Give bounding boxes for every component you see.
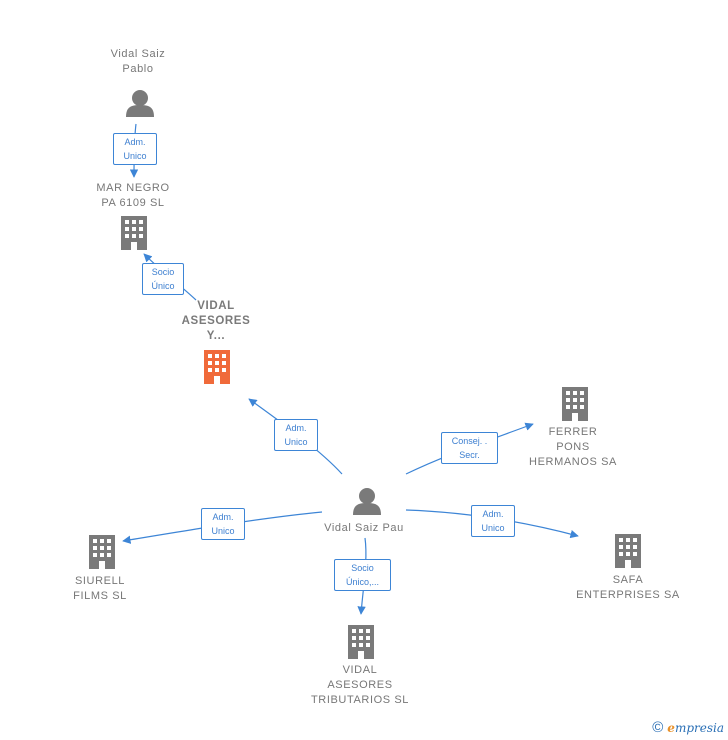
edge-label-pau-ferrer: Consej. . Secr. — [441, 432, 498, 464]
empresia-watermark[interactable]: ©empresia — [652, 719, 724, 736]
node-label-line: FERRER — [548, 426, 598, 438]
node-label-vidal-saiz-pablo[interactable]: Vidal Saiz Pablo — [88, 47, 188, 77]
building-icon[interactable] — [204, 350, 230, 384]
edge-label-line: Secr. — [459, 450, 480, 460]
node-label-line: ASESORES — [181, 315, 251, 327]
node-label-line: VIDAL — [342, 664, 378, 676]
node-label-line: TRIBUTARIOS SL — [310, 694, 410, 706]
node-label-line: HERMANOS SA — [529, 456, 617, 468]
node-label-vidal-asesores-y[interactable]: VIDAL ASESORES Y... — [166, 299, 266, 344]
edge-label-line: Unico — [481, 523, 505, 533]
edge-label-line: Único,... — [345, 577, 379, 587]
edge-label-line: Socio — [351, 563, 374, 573]
node-label-line: SAFA — [612, 574, 644, 586]
edge-label-line: Adm. — [124, 137, 146, 147]
node-label-vidal-asesores-tributarios[interactable]: VIDAL ASESORES TRIBUTARIOS SL — [300, 663, 420, 708]
edge-label-pablo-marnegro: Adm. Unico — [113, 133, 157, 165]
edge-label-line: Único — [151, 281, 175, 291]
node-label-safa-enterprises[interactable]: SAFA ENTERPRISES SA — [568, 573, 688, 603]
edge-label-pau-safa: Adm. Unico — [471, 505, 515, 537]
edge-label-pau-siurell: Adm. Unico — [201, 508, 245, 540]
node-label-line: Pablo — [122, 63, 154, 75]
node-label-line: Vidal Saiz — [110, 48, 166, 60]
brand-name: mpresia — [674, 721, 724, 735]
building-icon[interactable] — [348, 625, 374, 659]
edge-label-line: Adm. — [285, 423, 307, 433]
edge-label-line: Unico — [284, 437, 308, 447]
node-label-line: ASESORES — [327, 679, 393, 691]
copyright-icon: © — [652, 719, 664, 736]
brand-logo: empresia — [667, 721, 724, 735]
node-label-siurell-films[interactable]: SIURELL FILMS SL — [50, 574, 150, 604]
edge-label-pau-tributarios: Socio Único,... — [334, 559, 391, 591]
edge-label-pau-vidaly: Adm. Unico — [274, 419, 318, 451]
node-label-ferrer-pons[interactable]: FERRER PONS HERMANOS SA — [518, 425, 628, 470]
edge-label-line: Socio — [151, 267, 175, 277]
building-icon[interactable] — [615, 534, 641, 568]
edge-label-line: Consej. . — [451, 436, 488, 446]
node-label-mar-negro[interactable]: MAR NEGRO PA 6109 SL — [78, 181, 188, 211]
building-icon[interactable] — [562, 387, 588, 421]
person-icon[interactable] — [353, 488, 381, 515]
edge-label-line: Unico — [211, 526, 235, 536]
node-label-line: PA 6109 SL — [101, 197, 165, 209]
brand-initial: e — [667, 721, 675, 735]
node-label-line: VIDAL — [197, 300, 235, 312]
node-label-line: Y... — [206, 330, 226, 342]
node-label-line: PONS — [556, 441, 590, 453]
node-label-line: ENTERPRISES SA — [576, 589, 680, 601]
node-label-line: SIURELL — [74, 575, 126, 587]
edge-label-line: Adm. — [482, 509, 504, 519]
edge-label-marnegro-vidaly: Socio Único — [142, 263, 184, 295]
node-label-line: Vidal Saiz Pau — [324, 522, 404, 534]
person-icon[interactable] — [126, 90, 154, 117]
edges — [122, 123, 579, 615]
node-label-line: MAR NEGRO — [96, 182, 170, 194]
building-icon[interactable] — [121, 216, 147, 250]
edge-label-line: Unico — [123, 151, 147, 161]
node-label-line: FILMS SL — [73, 590, 127, 602]
node-label-vidal-saiz-pau[interactable]: Vidal Saiz Pau — [314, 521, 414, 536]
building-icon[interactable] — [89, 535, 115, 569]
edge-label-line: Adm. — [212, 512, 234, 522]
